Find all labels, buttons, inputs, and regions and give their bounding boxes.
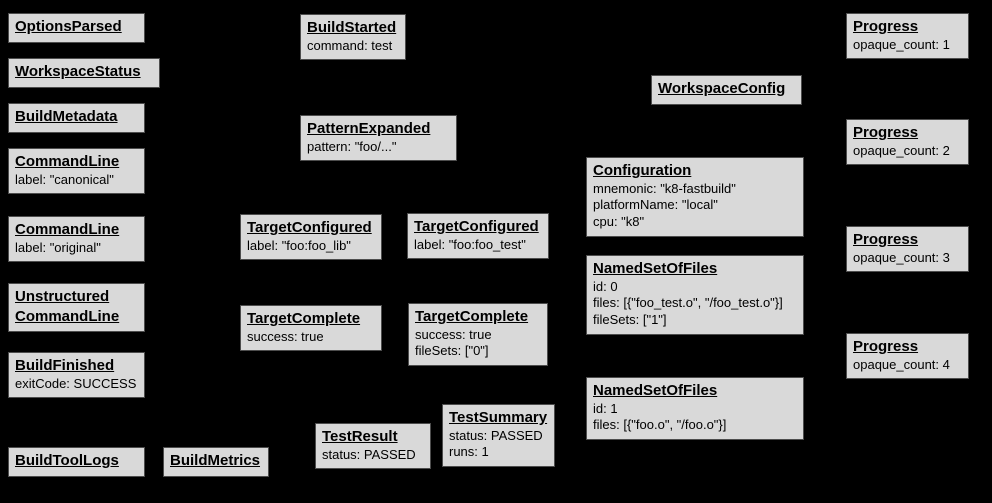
- event-field: cpu: "k8": [593, 214, 645, 230]
- event-box-options-parsed: OptionsParsed: [8, 13, 145, 43]
- event-field: label: "original": [15, 239, 101, 255]
- event-field: files: [{"foo_test.o", "/foo_test.o"}]: [593, 295, 783, 311]
- event-field: status: PASSED: [322, 446, 416, 462]
- event-box-build-metadata: BuildMetadata: [8, 103, 145, 133]
- event-box-progress-3: Progress opaque_count: 3: [846, 226, 969, 273]
- event-title: Progress: [853, 18, 919, 35]
- event-title: BuildStarted: [307, 19, 397, 36]
- event-title: WorkspaceConfig: [658, 80, 786, 97]
- event-title: TestResult: [322, 428, 398, 445]
- event-title: Progress: [853, 338, 919, 355]
- event-box-command-line-canonical: CommandLine label: "canonical": [8, 148, 145, 195]
- event-box-build-tool-logs: BuildToolLogs: [8, 447, 145, 477]
- event-box-pattern-expanded: PatternExpanded pattern: "foo/...": [300, 115, 457, 162]
- event-box-workspace-status: WorkspaceStatus: [8, 58, 160, 88]
- event-box-workspace-config: WorkspaceConfig: [651, 75, 802, 105]
- event-field: mnemonic: "k8-fastbuild": [593, 180, 736, 196]
- event-box-configuration: Configuration mnemonic: "k8-fastbuild" p…: [586, 157, 804, 238]
- event-title: PatternExpanded: [307, 120, 431, 137]
- event-title: Progress: [853, 124, 919, 141]
- event-field: success: true: [415, 326, 492, 342]
- event-title: BuildMetadata: [15, 108, 118, 125]
- event-field: fileSets: ["1"]: [593, 312, 667, 328]
- event-title: BuildMetrics: [170, 452, 261, 469]
- event-field: opaque_count: 4: [853, 356, 950, 372]
- event-box-test-result: TestResult status: PASSED: [315, 423, 431, 470]
- event-title: NamedSetOfFiles: [593, 260, 718, 277]
- event-field: label: "foo:foo_lib": [247, 237, 351, 253]
- event-field: status: PASSED: [449, 427, 543, 443]
- event-title: Unstructured CommandLine: [15, 288, 120, 325]
- event-box-command-line-original: CommandLine label: "original": [8, 216, 145, 263]
- event-box-target-configured-foo-test: TargetConfigured label: "foo:foo_test": [407, 213, 549, 260]
- event-field: id: 0: [593, 278, 618, 294]
- event-field: files: [{"foo.o", "/foo.o"}]: [593, 417, 727, 433]
- event-title: CommandLine: [15, 221, 120, 238]
- event-box-unstructured-command-line: Unstructured CommandLine: [8, 283, 145, 332]
- event-field: opaque_count: 3: [853, 249, 950, 265]
- event-field: id: 1: [593, 400, 618, 416]
- event-field: runs: 1: [449, 444, 489, 460]
- event-box-target-complete-foo-lib: TargetComplete success: true: [240, 305, 382, 352]
- event-title: TargetComplete: [247, 310, 361, 327]
- event-field: opaque_count: 2: [853, 142, 950, 158]
- event-title: NamedSetOfFiles: [593, 382, 718, 399]
- event-box-named-set-of-files-0: NamedSetOfFiles id: 0 files: [{"foo_test…: [586, 255, 804, 336]
- event-field: fileSets: ["0"]: [415, 343, 489, 359]
- event-box-build-metrics: BuildMetrics: [163, 447, 269, 477]
- event-title: OptionsParsed: [15, 18, 122, 35]
- event-title: BuildFinished: [15, 357, 115, 374]
- event-box-build-finished: BuildFinished exitCode: SUCCESS: [8, 352, 145, 399]
- event-box-progress-4: Progress opaque_count: 4: [846, 333, 969, 380]
- event-box-test-summary: TestSummary status: PASSED runs: 1: [442, 404, 555, 468]
- event-field: label: "canonical": [15, 171, 114, 187]
- event-title: TargetComplete: [415, 308, 529, 325]
- event-box-named-set-of-files-1: NamedSetOfFiles id: 1 files: [{"foo.o", …: [586, 377, 804, 441]
- event-box-progress-1: Progress opaque_count: 1: [846, 13, 969, 60]
- event-title: TargetConfigured: [414, 218, 539, 235]
- event-box-progress-2: Progress opaque_count: 2: [846, 119, 969, 166]
- event-field: platformName: "local": [593, 197, 718, 213]
- event-field: exitCode: SUCCESS: [15, 375, 137, 391]
- event-box-build-started: BuildStarted command: test: [300, 14, 406, 61]
- event-field: success: true: [247, 328, 324, 344]
- event-field: opaque_count: 1: [853, 36, 950, 52]
- event-box-target-complete-foo-test: TargetComplete success: true fileSets: […: [408, 303, 548, 367]
- event-box-target-configured-foo-lib: TargetConfigured label: "foo:foo_lib": [240, 214, 382, 261]
- event-title: WorkspaceStatus: [15, 63, 141, 80]
- event-field: label: "foo:foo_test": [414, 236, 526, 252]
- event-title: BuildToolLogs: [15, 452, 119, 469]
- event-title: Progress: [853, 231, 919, 248]
- event-title: TestSummary: [449, 409, 548, 426]
- event-field: pattern: "foo/...": [307, 138, 397, 154]
- event-title: Configuration: [593, 162, 692, 179]
- event-field: command: test: [307, 37, 393, 53]
- event-title: TargetConfigured: [247, 219, 372, 236]
- event-title: CommandLine: [15, 153, 120, 170]
